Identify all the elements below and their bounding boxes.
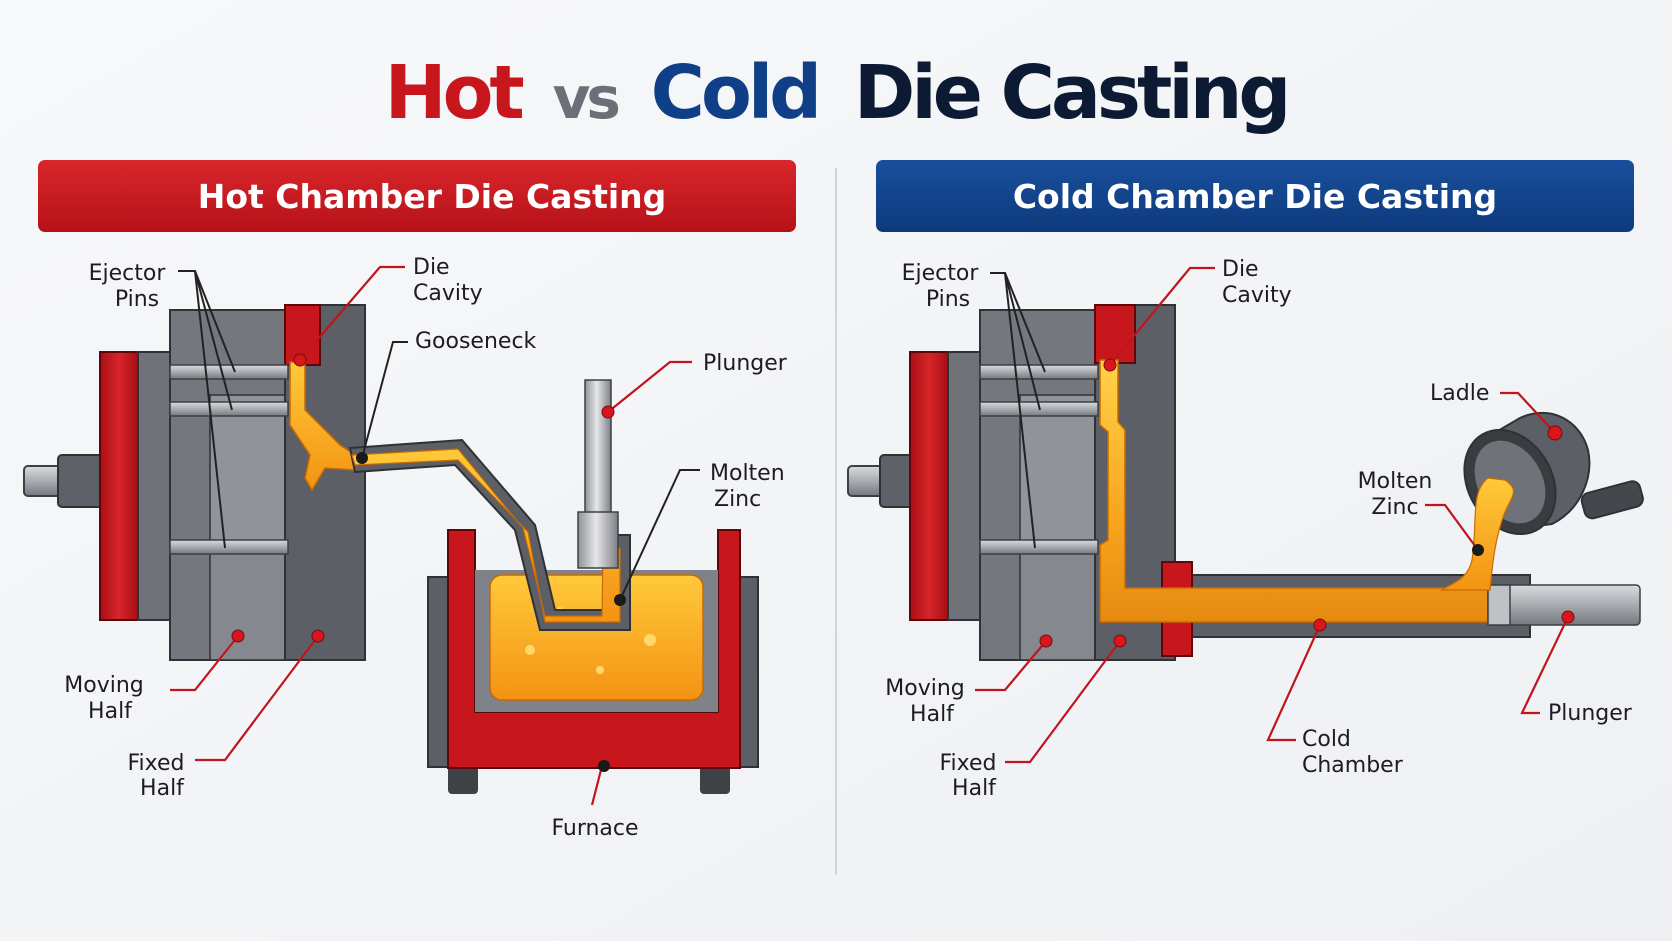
cold-ladle-dot bbox=[1547, 425, 1563, 441]
cold-plunger-head bbox=[1487, 584, 1511, 626]
main-title: Hot vs Cold Die Casting bbox=[385, 50, 1288, 136]
hot-banner-text: Hot Chamber Die Casting bbox=[198, 177, 667, 216]
hot-furnace-dot bbox=[598, 760, 610, 772]
hot-label-molten-1: Molten bbox=[710, 461, 785, 486]
cold-ejector-plate bbox=[909, 351, 949, 621]
cold-label-ejector-1: Ejector bbox=[902, 261, 980, 286]
hot-die-cavity-molten bbox=[289, 361, 361, 492]
hot-ejector-backing bbox=[137, 351, 171, 621]
cold-label-ejector-2: Pins bbox=[926, 287, 970, 312]
hot-die-leader bbox=[299, 265, 405, 361]
hot-plunger-head bbox=[577, 511, 619, 569]
hot-label-die-2: Cavity bbox=[413, 281, 483, 306]
hot-label-ejector-2: Pins bbox=[115, 287, 159, 312]
hot-ejector-pin-1 bbox=[169, 364, 289, 380]
cold-moving-leader bbox=[975, 640, 1047, 692]
cold-die-leader bbox=[1109, 266, 1215, 366]
hot-plunger-leader bbox=[607, 360, 692, 413]
title-hot: Hot bbox=[385, 50, 524, 136]
hot-banner: Hot Chamber Die Casting bbox=[38, 160, 796, 232]
cold-die-dot bbox=[1103, 358, 1117, 372]
cold-label-plunger: Plunger bbox=[1548, 701, 1633, 726]
cold-label-chamber-2: Chamber bbox=[1302, 753, 1404, 778]
cold-chamber-diagram: Ejector Pins Die Cavity Ladle Molten Zin… bbox=[847, 257, 1644, 801]
hot-label-moving-1: Moving bbox=[64, 673, 143, 698]
cold-moving-lower bbox=[1019, 547, 1096, 661]
hot-moving-leader bbox=[170, 635, 239, 692]
cold-label-molten-1: Molten bbox=[1358, 469, 1433, 494]
bubble bbox=[596, 666, 604, 674]
cold-ejector-leader-2 bbox=[1004, 272, 1046, 373]
hot-die-dot bbox=[293, 353, 307, 367]
title-rest: Die Casting bbox=[854, 50, 1287, 136]
cold-label-fixed-2: Half bbox=[952, 776, 997, 801]
hot-label-fixed-2: Half bbox=[140, 776, 185, 801]
hot-plunger-rod bbox=[584, 379, 612, 521]
hot-label-furnace: Furnace bbox=[551, 816, 638, 841]
cold-label-chamber-1: Cold bbox=[1302, 727, 1351, 752]
cold-ejector-pin-1 bbox=[979, 364, 1099, 380]
cold-molten-dot bbox=[1472, 544, 1484, 556]
cold-plunger-dot bbox=[1561, 610, 1575, 624]
hot-gooseneck-molten bbox=[351, 448, 621, 623]
hot-label-ejector-1: Ejector bbox=[89, 261, 167, 286]
cold-ladle-leader bbox=[1500, 391, 1556, 434]
hot-label-die-1: Die bbox=[413, 255, 450, 280]
cold-label-molten-2: Zinc bbox=[1371, 495, 1418, 520]
hot-furnace-leader bbox=[590, 765, 604, 806]
cold-label-die-2: Cavity bbox=[1222, 283, 1292, 308]
hot-ejector-leader-3 bbox=[194, 270, 226, 549]
cold-moving-dot bbox=[1039, 634, 1053, 648]
hot-label-moving-2: Half bbox=[88, 699, 133, 724]
hot-moving-lower bbox=[209, 547, 286, 661]
bubble bbox=[644, 634, 656, 646]
cold-pour-stream bbox=[1440, 477, 1515, 591]
hot-gooseneck-leader bbox=[361, 341, 408, 459]
hot-ejector-pin-2 bbox=[169, 401, 289, 417]
cold-chamber-dot bbox=[1313, 618, 1327, 632]
cold-label-fixed-1: Fixed bbox=[939, 751, 996, 776]
cold-label-ladle: Ladle bbox=[1430, 381, 1489, 406]
cold-ladle-handle bbox=[1580, 480, 1644, 520]
cold-banner-text: Cold Chamber Die Casting bbox=[1013, 177, 1497, 216]
hot-label-plunger: Plunger bbox=[703, 351, 788, 376]
hot-fixed-dot bbox=[311, 629, 325, 643]
hot-label-molten-2: Zinc bbox=[714, 487, 761, 512]
hot-ejector-pin-3 bbox=[169, 539, 289, 555]
cold-ejector-pin-3 bbox=[979, 539, 1099, 555]
hot-ejector-leader-2 bbox=[194, 270, 236, 373]
bubble bbox=[525, 645, 535, 655]
hot-label-gooseneck: Gooseneck bbox=[415, 329, 537, 354]
hot-molten-leader bbox=[619, 469, 700, 601]
cold-fixed-red-insert bbox=[1094, 304, 1136, 364]
hot-fixed-leader bbox=[195, 635, 319, 762]
cold-label-moving-2: Half bbox=[910, 702, 955, 727]
cold-ejector-backing bbox=[947, 351, 981, 621]
hot-molten-zinc-pool bbox=[489, 574, 704, 701]
cold-ejector-leader-3 bbox=[1004, 272, 1036, 549]
cold-label-die-1: Die bbox=[1222, 257, 1259, 282]
cold-banner: Cold Chamber Die Casting bbox=[876, 160, 1634, 232]
hot-plunger-dot bbox=[601, 405, 615, 419]
cold-molten-leader bbox=[1425, 503, 1479, 551]
hot-ejector-plate bbox=[99, 351, 139, 621]
cold-label-moving-1: Moving bbox=[885, 676, 964, 701]
hot-fixed-half-body bbox=[284, 304, 366, 661]
hot-moving-dot bbox=[231, 629, 245, 643]
title-vs: vs bbox=[553, 64, 619, 132]
hot-chamber-diagram: Ejector Pins Die Cavity Gooseneck Plunge… bbox=[23, 255, 788, 841]
cold-fixed-leader bbox=[1005, 640, 1121, 764]
hot-gooseneck-dot bbox=[356, 452, 368, 464]
hot-molten-dot bbox=[614, 594, 626, 606]
cold-fixed-dot bbox=[1113, 634, 1127, 648]
cold-chamber-leader bbox=[1266, 624, 1322, 742]
title-cold: Cold bbox=[651, 50, 818, 136]
hot-label-fixed-1: Fixed bbox=[127, 751, 184, 776]
cold-plunger-leader bbox=[1520, 616, 1569, 715]
